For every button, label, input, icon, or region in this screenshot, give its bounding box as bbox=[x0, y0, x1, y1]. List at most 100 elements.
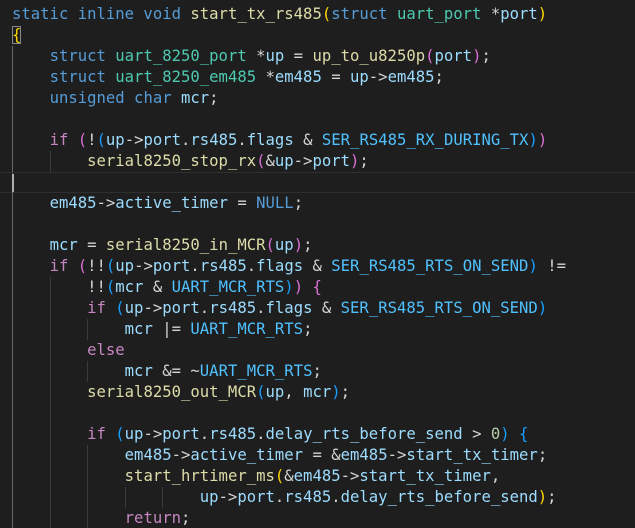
code-token: ; bbox=[209, 89, 219, 107]
code-line[interactable]: if (!!(up->port.rs485.flags & SER_RS485_… bbox=[0, 256, 635, 277]
code-line[interactable] bbox=[0, 214, 635, 235]
code-text: unsigned char mcr; bbox=[12, 88, 219, 109]
code-text: else bbox=[12, 340, 125, 361]
code-text: start_hrtimer_ms(&em485->start_tx_timer, bbox=[12, 466, 501, 487]
code-token: port bbox=[143, 131, 182, 149]
code-token: port bbox=[152, 257, 191, 275]
code-token bbox=[12, 488, 200, 506]
indent-guide bbox=[12, 424, 13, 445]
code-token: active_timer bbox=[190, 446, 304, 464]
code-token: em485 bbox=[387, 68, 435, 86]
code-token: ( bbox=[105, 257, 116, 275]
code-line[interactable]: start_hrtimer_ms(&em485->start_tx_timer, bbox=[0, 466, 635, 487]
code-token: up bbox=[265, 383, 285, 401]
code-token: up bbox=[199, 488, 219, 506]
indent-guide bbox=[87, 445, 88, 466]
indent-guide bbox=[12, 466, 13, 487]
code-line[interactable]: struct uart_8250_em485 *em485 = up->em48… bbox=[0, 67, 635, 88]
code-line-current[interactable] bbox=[0, 172, 635, 194]
indent-guide bbox=[12, 67, 13, 88]
indent-guide bbox=[125, 487, 126, 508]
code-text: serial8250_stop_rx(&up->port); bbox=[12, 151, 369, 172]
code-line[interactable]: mcr &= ~UART_MCR_RTS; bbox=[0, 361, 635, 382]
code-token: -> bbox=[124, 131, 144, 149]
code-token bbox=[12, 509, 125, 527]
code-token bbox=[12, 47, 50, 65]
code-token: = bbox=[77, 236, 106, 254]
code-token: port bbox=[500, 5, 538, 23]
code-token: * bbox=[246, 47, 266, 65]
code-line[interactable]: mcr = serial8250_in_MCR(up); bbox=[0, 235, 635, 256]
code-token bbox=[12, 320, 125, 338]
code-token: if bbox=[49, 257, 78, 275]
code-token: mcr bbox=[124, 362, 153, 380]
indent-guide bbox=[12, 88, 13, 109]
code-line[interactable] bbox=[0, 109, 635, 130]
indent-guide bbox=[12, 214, 13, 235]
code-token: . bbox=[256, 299, 266, 317]
code-token: up bbox=[115, 257, 135, 275]
code-token: up bbox=[124, 425, 144, 443]
code-token: return bbox=[124, 509, 182, 527]
code-token: static inline void bbox=[12, 5, 191, 23]
indent-guide bbox=[162, 487, 163, 508]
code-token bbox=[12, 299, 87, 317]
code-token: ) bbox=[537, 488, 548, 506]
code-token: flags bbox=[256, 257, 304, 275]
code-line[interactable]: if (up->port.rs485.flags & SER_RS485_RTS… bbox=[0, 298, 635, 319]
code-text: if (!!(up->port.rs485.flags & SER_RS485_… bbox=[12, 256, 566, 277]
code-token bbox=[510, 425, 519, 443]
code-line[interactable]: em485->active_timer = &em485->start_tx_t… bbox=[0, 445, 635, 466]
code-token: ( bbox=[425, 47, 435, 65]
code-token bbox=[12, 89, 50, 107]
code-token: ( bbox=[105, 278, 116, 296]
code-text: static inline void start_tx_rs485(struct… bbox=[12, 4, 547, 25]
code-token: ( bbox=[321, 5, 332, 23]
code-token: ) bbox=[500, 425, 510, 443]
code-line[interactable]: if (!(up->port.rs485.flags & SER_RS485_R… bbox=[0, 130, 635, 151]
code-text: mcr &= ~UART_MCR_RTS; bbox=[12, 361, 322, 382]
code-token: -> bbox=[340, 467, 360, 485]
code-token bbox=[12, 131, 50, 149]
indent-guide bbox=[12, 193, 13, 214]
code-line[interactable]: return; bbox=[0, 508, 635, 528]
code-token: ; bbox=[293, 194, 304, 212]
code-line[interactable]: mcr |= UART_MCR_RTS; bbox=[0, 319, 635, 340]
code-text: if (up->port.rs485.flags & SER_RS485_RTS… bbox=[12, 298, 547, 319]
code-token: struct bbox=[49, 68, 116, 86]
code-line[interactable]: { bbox=[0, 25, 635, 46]
code-line[interactable]: em485->active_timer = NULL; bbox=[0, 193, 635, 214]
code-line[interactable]: else bbox=[0, 340, 635, 361]
code-text: if (up->port.rs485.delay_rts_before_send… bbox=[12, 424, 528, 445]
code-token: . bbox=[274, 488, 285, 506]
code-token bbox=[12, 68, 50, 86]
indent-guide bbox=[87, 487, 88, 508]
code-token: ; bbox=[303, 320, 313, 338]
code-line[interactable]: unsigned char mcr; bbox=[0, 88, 635, 109]
code-token: != bbox=[537, 257, 566, 275]
indent-guide bbox=[87, 319, 88, 340]
code-token: { bbox=[312, 278, 322, 296]
code-line[interactable]: serial8250_stop_rx(&up->port); bbox=[0, 151, 635, 172]
code-token: if bbox=[49, 131, 78, 149]
code-line[interactable]: if (up->port.rs485.delay_rts_before_send… bbox=[0, 424, 635, 445]
code-token: 0 bbox=[490, 425, 501, 443]
code-line[interactable]: serial8250_out_MCR(up, mcr); bbox=[0, 382, 635, 403]
code-token: -> bbox=[293, 152, 313, 170]
indent-guide bbox=[12, 256, 13, 277]
code-line[interactable]: static inline void start_tx_rs485(struct… bbox=[0, 4, 635, 25]
code-token: * bbox=[256, 68, 275, 86]
indent-guide bbox=[12, 382, 13, 403]
code-token: rs485 bbox=[209, 299, 257, 317]
code-token: UART_MCR_RTS bbox=[190, 320, 304, 338]
code-line[interactable]: !!(mcr & UART_MCR_RTS)) { bbox=[0, 277, 635, 298]
code-token: ; bbox=[312, 362, 322, 380]
code-line[interactable]: up->port.rs485.delay_rts_before_send); bbox=[0, 487, 635, 508]
code-token: ) bbox=[528, 131, 538, 149]
code-line[interactable]: struct uart_8250_port *up = up_to_u8250p… bbox=[0, 46, 635, 67]
code-line[interactable] bbox=[0, 403, 635, 424]
code-token: ( bbox=[265, 236, 275, 254]
code-token: ( bbox=[274, 467, 285, 485]
code-token: serial8250_out_MCR bbox=[87, 383, 257, 401]
